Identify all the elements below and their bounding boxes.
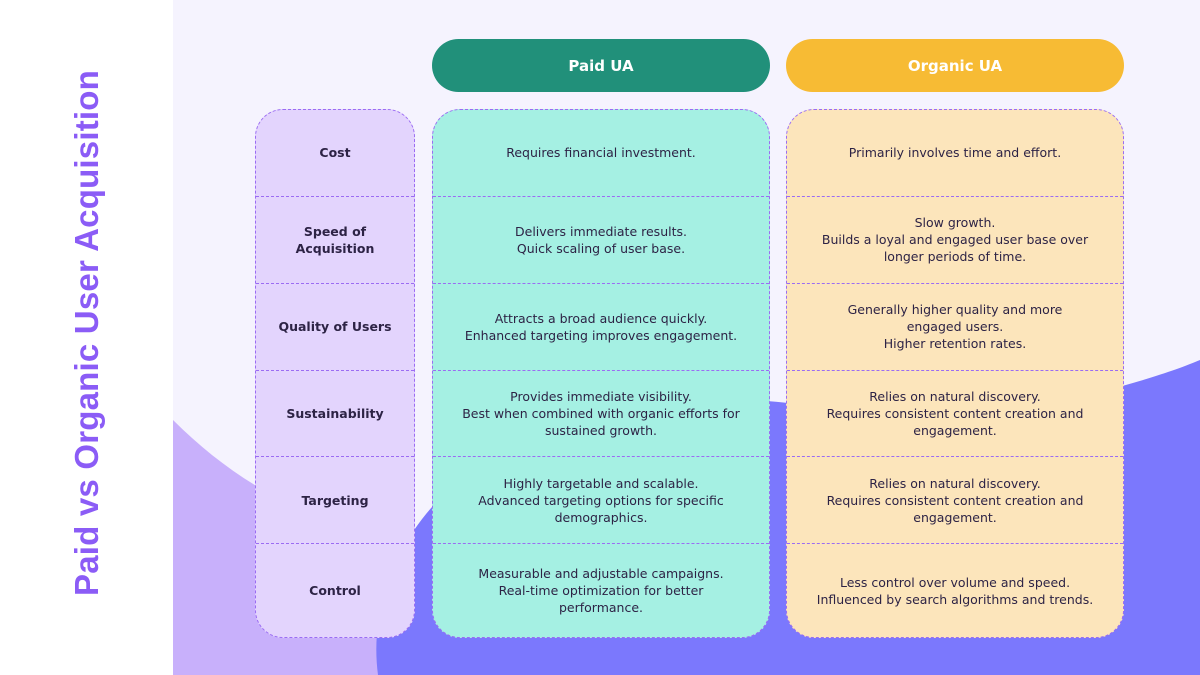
paid-text: Requires financial investment. (506, 145, 696, 161)
page-title: Paid vs Organic User Acquisition (68, 70, 105, 596)
criteria-cell-cost: Cost (256, 110, 414, 197)
criteria-label: Control (309, 583, 361, 599)
criteria-label: Speed of Acquisition (295, 223, 375, 256)
paid-text: Attracts a broad audience quickly. Enhan… (464, 310, 738, 343)
title-panel: Paid vs Organic User Acquisition (0, 0, 173, 675)
paid-cell-speed: Delivers immediate results. Quick scalin… (433, 197, 769, 284)
criteria-label: Sustainability (286, 406, 384, 421)
paid-ua-header-label: Paid UA (568, 56, 634, 75)
organic-text: Generally higher quality and more engage… (847, 302, 1063, 352)
criteria-cell-targeting: Targeting (256, 457, 414, 545)
organic-cell-cost: Primarily involves time and effort. (787, 110, 1123, 197)
criteria-cell-quality: Quality of Users (256, 284, 414, 371)
organic-ua-header: Organic UA (786, 39, 1124, 92)
paid-ua-header: Paid UA (432, 39, 770, 92)
criteria-column: Cost Speed of Acquisition Quality of Use… (255, 109, 415, 638)
paid-cell-targeting: Highly targetable and scalable. Advanced… (433, 457, 769, 545)
paid-cell-sustainability: Provides immediate visibility. Best when… (433, 371, 769, 458)
organic-cell-speed: Slow growth. Builds a loyal and engaged … (787, 197, 1123, 284)
organic-text: Relies on natural discovery. Requires co… (826, 475, 1084, 525)
paid-text: Provides immediate visibility. Best when… (462, 389, 740, 438)
paid-text: Delivers immediate results. Quick scalin… (515, 223, 687, 256)
paid-ua-column: Requires financial investment. Delivers … (432, 109, 770, 638)
organic-ua-column: Primarily involves time and effort. Slow… (786, 109, 1124, 638)
criteria-cell-sustainability: Sustainability (256, 371, 414, 458)
paid-cell-control: Measurable and adjustable campaigns. Rea… (433, 544, 769, 637)
organic-cell-control: Less control over volume and speed. Infl… (787, 544, 1123, 637)
organic-cell-targeting: Relies on natural discovery. Requires co… (787, 457, 1123, 545)
criteria-label: Quality of Users (278, 319, 392, 335)
paid-cell-quality: Attracts a broad audience quickly. Enhan… (433, 284, 769, 371)
paid-cell-cost: Requires financial investment. (433, 110, 769, 197)
criteria-cell-speed: Speed of Acquisition (256, 197, 414, 284)
paid-text: Highly targetable and scalable. Advanced… (478, 475, 724, 525)
organic-cell-sustainability: Relies on natural discovery. Requires co… (787, 371, 1123, 458)
organic-text: Less control over volume and speed. Infl… (816, 574, 1094, 607)
organic-cell-quality: Generally higher quality and more engage… (787, 284, 1123, 371)
criteria-cell-control: Control (256, 544, 414, 637)
criteria-label: Cost (319, 145, 351, 161)
organic-ua-header-label: Organic UA (907, 56, 1003, 75)
organic-text: Relies on natural discovery. Requires co… (826, 389, 1084, 438)
organic-text: Slow growth. Builds a loyal and engaged … (821, 215, 1089, 265)
paid-text: Measurable and adjustable campaigns. Rea… (478, 566, 724, 616)
criteria-label: Targeting (301, 492, 369, 508)
organic-text: Primarily involves time and effort. (848, 145, 1062, 161)
